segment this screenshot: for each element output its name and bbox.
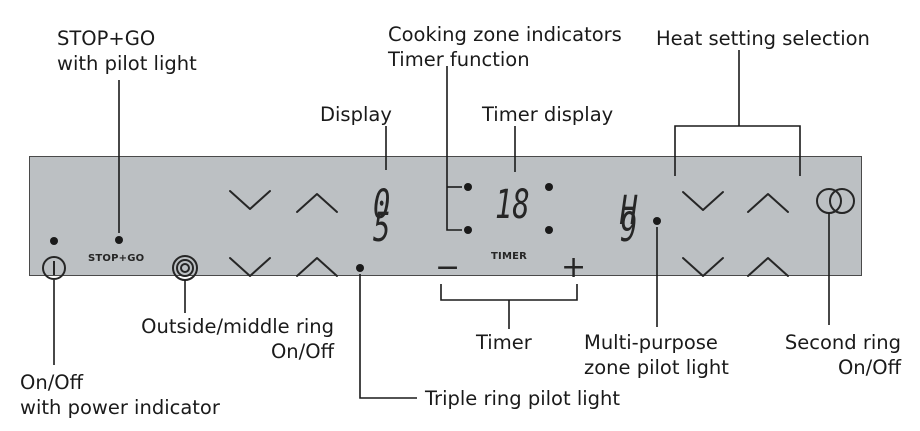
display-left-bottom: 5 — [373, 205, 391, 251]
display-left-top: 0 — [373, 182, 391, 228]
leader-heat-setting — [674, 125, 801, 176]
control-panel: 0 5 18 H 9 STOP+GO TIMER − + — [29, 156, 862, 283]
timer-panel-label: TIMER — [491, 251, 528, 262]
label-heat-setting: Heat setting selection — [656, 27, 870, 50]
triple-ring-icon[interactable] — [172, 255, 198, 281]
timer-indicator-dot-3 — [545, 183, 553, 191]
leader-cooking-zone — [446, 66, 462, 231]
label-outside-middle: Outside/middle ring On/Off — [141, 315, 334, 363]
zone3-down-button[interactable] — [682, 191, 724, 211]
timer-indicator-dot-4 — [545, 226, 553, 234]
zone1-up-button[interactable] — [296, 193, 338, 213]
stop-go-pilot-dot — [115, 236, 123, 244]
power-indicator-dot — [50, 237, 58, 245]
label-stop-go: STOP+GO with pilot light — [57, 27, 197, 75]
timer-minus-button[interactable]: − — [435, 250, 461, 285]
timer-indicator-dot-1 — [464, 183, 472, 191]
label-triple-ring: Triple ring pilot light — [425, 387, 621, 410]
zone4-down-button[interactable] — [682, 257, 724, 277]
timer-display-value: 18 — [495, 182, 530, 228]
label-second-ring: Second ring On/Off — [784, 331, 901, 379]
multi-purpose-pilot-dot — [653, 217, 661, 225]
second-ring-icon[interactable] — [816, 188, 855, 214]
label-timer-display: Timer display — [482, 103, 614, 126]
bracket-timer — [440, 284, 578, 301]
label-on-off: On/Off with power indicator — [20, 371, 220, 419]
label-timer: Timer — [476, 331, 532, 354]
timer-plus-button[interactable]: + — [561, 250, 587, 285]
power-icon[interactable] — [42, 256, 66, 280]
zone4-up-button[interactable] — [747, 257, 789, 277]
zone3-up-button[interactable] — [747, 193, 789, 213]
label-display: Display — [320, 103, 392, 126]
stop-go-panel-label: STOP+GO — [88, 253, 145, 264]
zone2-down-button[interactable] — [229, 257, 271, 277]
label-multi-purpose: Multi-purpose zone pilot light — [584, 331, 729, 379]
leader-triple-ring — [359, 274, 417, 399]
zone2-up-button[interactable] — [296, 257, 338, 277]
triple-ring-pilot-dot — [356, 264, 364, 272]
timer-indicator-dot-2 — [464, 226, 472, 234]
label-cooking-zone: Cooking zone indicators Timer function — [388, 23, 622, 71]
zone1-down-button[interactable] — [229, 190, 271, 210]
display-right-bottom: 9 — [620, 205, 638, 251]
display-right-top: H — [620, 188, 638, 234]
